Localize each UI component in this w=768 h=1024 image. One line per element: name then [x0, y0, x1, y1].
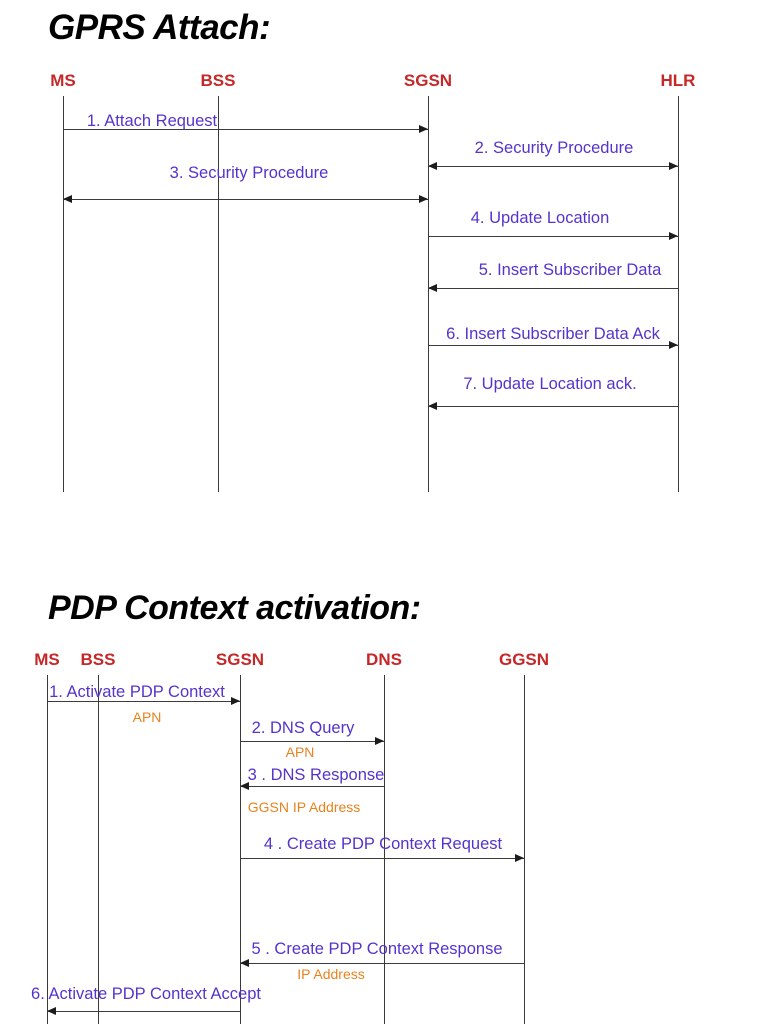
lifeline-bss: [98, 675, 99, 1024]
arrow-head-left: [428, 284, 437, 292]
page-title-pdp-context-activation: PDP Context activation:: [48, 589, 421, 627]
actor-label-hlr: HLR: [660, 71, 696, 90]
actor-label-ms: MS: [50, 71, 76, 90]
arrow-head-right: [375, 737, 384, 745]
arrow-head-right: [515, 854, 524, 862]
message-arrow-pdp-context-activation-5: [240, 963, 524, 964]
message-label-pdp-context-activation-6: 6. Activate PDP Context Accept: [31, 985, 261, 1003]
actor-label-sgsn: SGSN: [215, 650, 265, 669]
message-sublabel-pdp-context-activation-3: GGSN IP Address: [247, 799, 361, 815]
message-arrow-gprs-attach-7: [428, 406, 678, 407]
lifeline-hlr: [678, 96, 679, 492]
arrow-head-left: [47, 1007, 56, 1015]
message-label-gprs-attach-3: 3. Security Procedure: [169, 164, 329, 182]
arrow-head-left: [240, 782, 249, 790]
message-label-gprs-attach-5: 5. Insert Subscriber Data: [478, 261, 662, 279]
arrow-head-right: [419, 125, 428, 133]
message-arrow-gprs-attach-3: [63, 199, 428, 200]
message-label-gprs-attach-1: 1. Attach Request: [86, 112, 218, 130]
actor-label-ms: MS: [34, 650, 60, 669]
message-arrow-pdp-context-activation-4: [240, 858, 524, 859]
message-label-gprs-attach-2: 2. Security Procedure: [474, 139, 634, 157]
message-label-pdp-context-activation-4: 4 . Create PDP Context Request: [263, 835, 503, 853]
page-title-gprs-attach: GPRS Attach:: [48, 8, 271, 47]
message-label-gprs-attach-6: 6. Insert Subscriber Data Ack: [446, 325, 660, 343]
lifeline-bss: [218, 96, 219, 492]
arrow-head-left: [428, 162, 437, 170]
message-label-pdp-context-activation-1: 1. Activate PDP Context: [49, 683, 225, 701]
message-arrow-gprs-attach-4: [428, 236, 678, 237]
message-arrow-pdp-context-activation-3: [240, 786, 384, 787]
message-label-gprs-attach-7: 7. Update Location ack.: [463, 375, 637, 393]
arrow-head-left: [240, 959, 249, 967]
message-arrow-pdp-context-activation-6: [47, 1011, 240, 1012]
lifeline-dns: [384, 675, 385, 1024]
lifeline-ms: [63, 96, 64, 492]
message-sublabel-pdp-context-activation-5: IP Address: [297, 966, 365, 982]
arrow-head-right: [669, 341, 678, 349]
message-label-pdp-context-activation-2: 2. DNS Query: [251, 719, 355, 737]
arrow-head-left: [63, 195, 72, 203]
message-label-pdp-context-activation-5: 5 . Create PDP Context Response: [251, 940, 503, 958]
message-arrow-pdp-context-activation-2: [240, 741, 384, 742]
lifeline-ms: [47, 675, 48, 1024]
message-sublabel-pdp-context-activation-1: APN: [132, 709, 162, 725]
message-arrow-gprs-attach-2: [428, 166, 678, 167]
actor-label-ggsn: GGSN: [498, 650, 550, 669]
message-arrow-gprs-attach-5: [428, 288, 678, 289]
arrow-head-right: [419, 195, 428, 203]
message-sublabel-pdp-context-activation-2: APN: [285, 744, 315, 760]
arrow-head-right: [231, 697, 240, 705]
actor-label-sgsn: SGSN: [403, 71, 453, 90]
message-arrow-pdp-context-activation-1: [47, 701, 240, 702]
actor-label-dns: DNS: [366, 650, 402, 669]
lifeline-sgsn: [428, 96, 429, 492]
actor-label-bss: BSS: [80, 650, 116, 669]
arrow-head-right: [669, 232, 678, 240]
lifeline-sgsn: [240, 675, 241, 1024]
message-arrow-gprs-attach-1: [63, 129, 428, 130]
message-arrow-gprs-attach-6: [428, 345, 678, 346]
arrow-head-left: [428, 402, 437, 410]
lifeline-ggsn: [524, 675, 525, 1024]
message-label-gprs-attach-4: 4. Update Location: [470, 209, 610, 227]
message-label-pdp-context-activation-3: 3 . DNS Response: [247, 766, 385, 784]
arrow-head-right: [669, 162, 678, 170]
actor-label-bss: BSS: [200, 71, 236, 90]
